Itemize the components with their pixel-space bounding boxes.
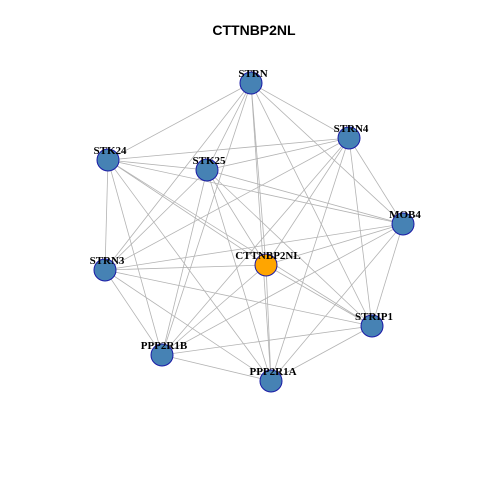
edge-stk24-ppp2r1b — [107, 159, 163, 356]
edge-strn4-strip1 — [348, 137, 373, 327]
node-label-stk24: STK24 — [93, 145, 127, 157]
edge-stk24-stk25 — [107, 159, 208, 171]
node-label-strip1: STRIP1 — [355, 311, 393, 323]
node-label-ppp2r1a: PPP2R1A — [249, 366, 296, 378]
edge-strn3-strip1 — [104, 269, 373, 327]
edge-ppp2r1b-ppp2r1a — [161, 354, 272, 382]
edge-strn-mob4 — [250, 82, 404, 225]
edge-strn4-mob4 — [348, 137, 404, 225]
node-strn4[interactable] — [337, 126, 361, 150]
edge-strn4-strn3 — [104, 137, 350, 271]
edge-stk25-cttnbp2nl — [206, 169, 267, 266]
edge-stk24-strip1 — [107, 159, 373, 327]
edge-strip1-ppp2r1a — [270, 325, 373, 382]
edge-cttnbp2nl-strn3 — [104, 264, 267, 271]
node-label-cttnbp2nl: CTTNBP2NL — [235, 250, 300, 262]
edge-strn-strn3 — [104, 82, 252, 271]
edge-stk24-cttnbp2nl — [107, 159, 267, 266]
edge-strn4-ppp2r1a — [270, 137, 350, 382]
edge-stk24-strn3 — [104, 159, 109, 271]
edge-strn3-ppp2r1a — [104, 269, 272, 382]
edge-strn-ppp2r1a — [250, 82, 272, 382]
diagram-title: CTTNBP2NL — [212, 22, 296, 38]
edge-mob4-cttnbp2nl — [265, 223, 404, 266]
edge-mob4-strn3 — [104, 223, 404, 271]
edge-strip1-ppp2r1b — [161, 325, 373, 356]
edge-stk24-ppp2r1a — [107, 159, 272, 382]
node-ppp2r1b[interactable] — [150, 343, 174, 367]
edge-strn-stk24 — [107, 82, 252, 161]
node-label-stk25: STK25 — [192, 155, 226, 167]
node-cttnbp2nl[interactable] — [254, 253, 278, 277]
edge-strn-ppp2r1b — [161, 82, 252, 356]
edge-strn-cttnbp2nl — [250, 82, 267, 266]
edge-mob4-ppp2r1a — [270, 223, 404, 382]
node-strn3[interactable] — [93, 258, 117, 282]
edge-cttnbp2nl-ppp2r1a — [265, 264, 272, 382]
edge-stk25-mob4 — [206, 169, 404, 225]
node-strip1[interactable] — [360, 314, 384, 338]
edge-stk24-mob4 — [107, 159, 404, 225]
edge-mob4-ppp2r1b — [161, 223, 404, 356]
node-mob4[interactable] — [391, 212, 415, 236]
node-label-strn4: STRN4 — [334, 123, 369, 135]
edge-strn4-stk24 — [107, 137, 350, 161]
node-label-strn3: STRN3 — [90, 255, 125, 267]
edge-stk25-strip1 — [206, 169, 373, 327]
edge-cttnbp2nl-ppp2r1b — [161, 264, 267, 356]
node-label-strn: STRN — [238, 68, 267, 80]
edge-stk25-strn3 — [104, 169, 208, 271]
edge-stk25-ppp2r1b — [161, 169, 208, 356]
node-stk25[interactable] — [195, 158, 219, 182]
node-strn[interactable] — [239, 71, 263, 95]
node-stk24[interactable] — [96, 148, 120, 172]
edge-strn-stk25 — [206, 82, 252, 171]
edges-layer — [104, 82, 404, 382]
edge-strn-strn4 — [250, 82, 350, 139]
node-ppp2r1a[interactable] — [259, 369, 283, 393]
edge-strn4-stk25 — [206, 137, 350, 171]
edge-stk25-ppp2r1a — [206, 169, 272, 382]
edge-mob4-strip1 — [371, 223, 404, 327]
node-label-mob4: MOB4 — [389, 209, 421, 221]
edge-cttnbp2nl-strip1 — [265, 264, 373, 327]
edge-strn4-cttnbp2nl — [265, 137, 350, 266]
node-label-ppp2r1b: PPP2R1B — [141, 340, 188, 352]
edge-strn3-ppp2r1b — [104, 269, 163, 356]
nodes-layer — [93, 71, 415, 393]
